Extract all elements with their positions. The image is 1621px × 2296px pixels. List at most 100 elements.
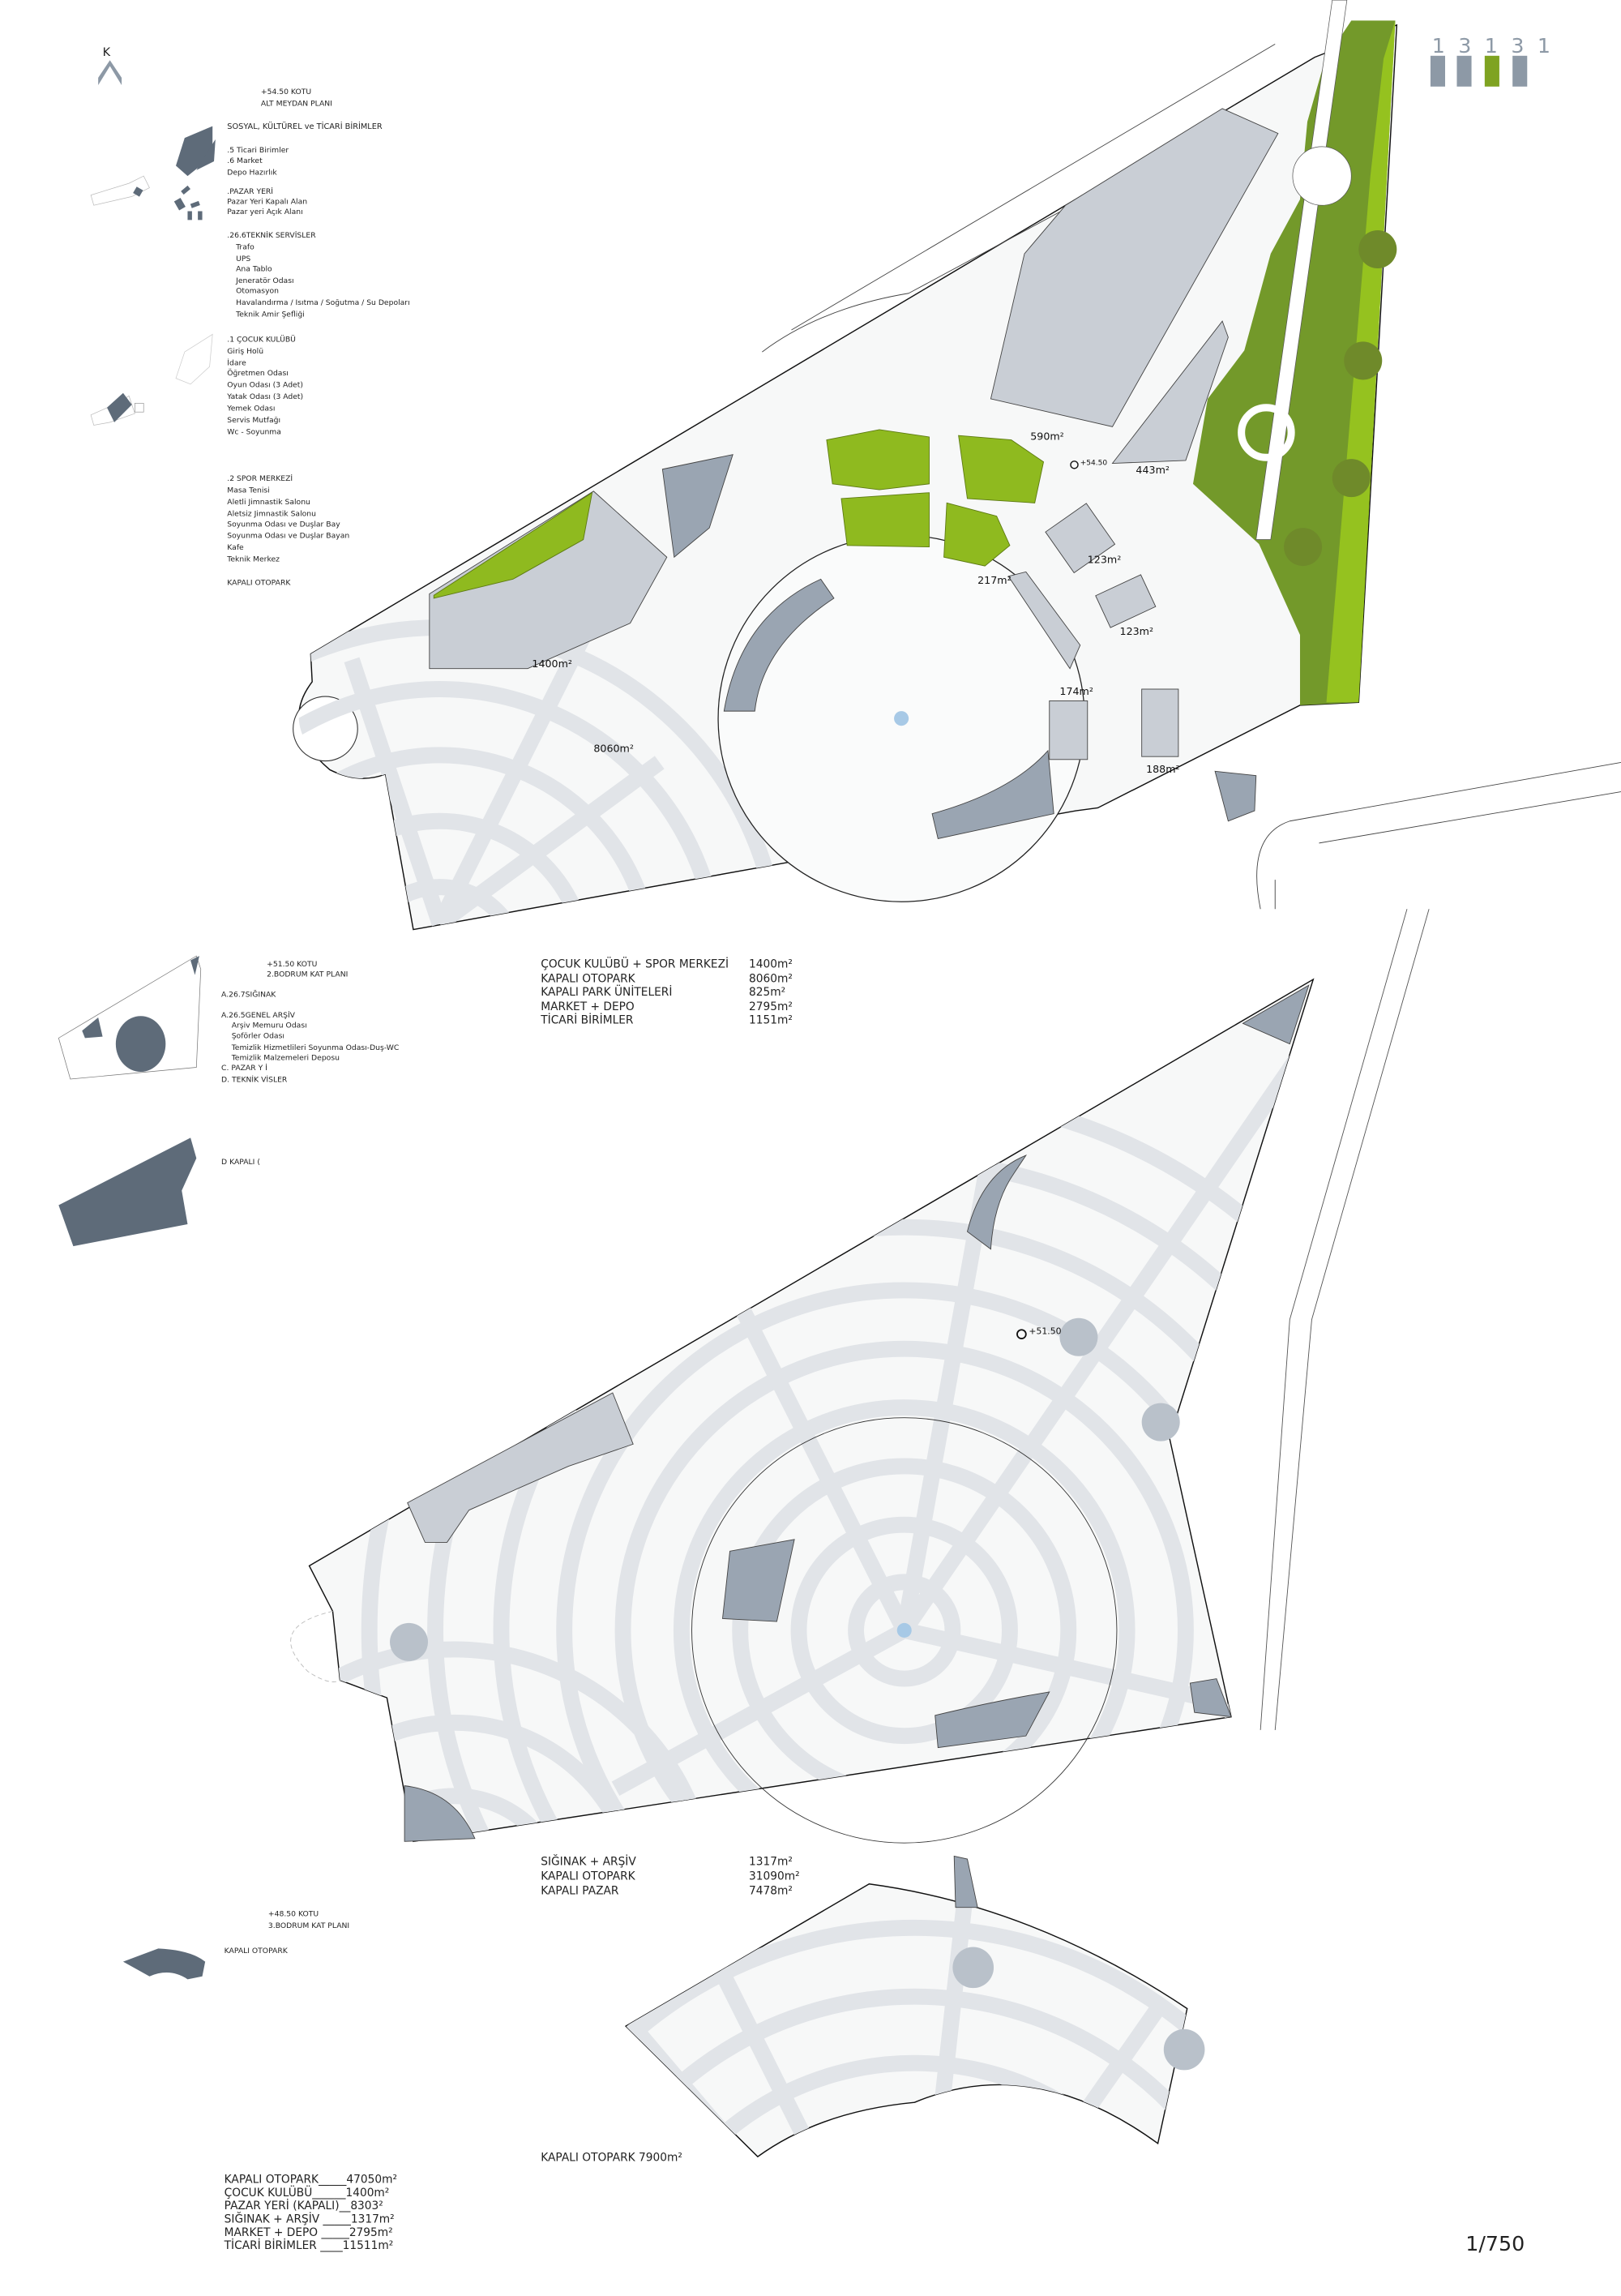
stall-grid-174: [1049, 700, 1089, 760]
core-block: [721, 1539, 795, 1622]
legend-heading: A.26.7SIĞINAK: [221, 990, 276, 1000]
legend-item: Otomasyon: [236, 287, 279, 296]
legend-item: Masa Tenisi: [227, 486, 270, 495]
index-bar: [1456, 55, 1472, 87]
legend-item: UPS: [236, 255, 250, 263]
area-value: 7478m²: [749, 1884, 793, 1897]
area-name: ÇOCUK KULÜBÜ + SPOR MERKEZİ: [541, 957, 729, 971]
ramp-block: [953, 1855, 978, 1908]
summary-row: ÇOCUK KULÜBÜ______1400m²: [225, 2185, 390, 2200]
legend-heading: .2 SPOR MERKEZİ: [227, 474, 293, 483]
area-name: KAPALI OTOPARK: [541, 1870, 635, 1883]
area-label: KAPALI OTOPARK 7900m²: [541, 2152, 682, 2165]
key-diagram-club: [90, 333, 213, 426]
legend-item: .5 Ticari Birimler: [227, 146, 289, 155]
summary-row: KAPALI OTOPARK_____47050m²: [225, 2174, 397, 2187]
legend-level: +48.50 KOTU: [268, 1910, 319, 1919]
area-table-level-54: ÇOCUK KULÜBÜ + SPOR MERKEZİ 1400m² KAPAL…: [540, 957, 793, 1027]
area-value: 8060m²: [749, 973, 793, 986]
legend-level-51: +51.50 KOTU 2.BODRUM KAT PLANI A.26.7SIĞ…: [221, 960, 399, 1167]
legend-item: Aletsiz Jimnastik Salonu: [227, 510, 316, 519]
key-diagram-level-48: [122, 1948, 206, 1980]
index-digit: 3: [1458, 34, 1471, 58]
legend-heading: .26.6TEKNİK SERVİSLER: [227, 231, 316, 240]
commercial-wedge: [1111, 320, 1229, 465]
area-label: 217m²: [977, 574, 1012, 586]
area-name: SIĞINAK + ARŞİV: [541, 1853, 636, 1868]
legend-item: Kafe: [227, 543, 244, 552]
legend-item: Öğretmen Odası: [227, 369, 289, 378]
index-bar: [1512, 55, 1528, 87]
legend-item: Teknik Merkez: [226, 555, 280, 564]
tree-icon: [1344, 341, 1383, 380]
area-value: 825m²: [749, 986, 785, 999]
summary-row: TİCARİ BİRİMLER ____11511m²: [224, 2238, 394, 2252]
commercial-building-green: [958, 435, 1045, 503]
area-label: 174m²: [1059, 685, 1093, 697]
area-label: 123m²: [1120, 625, 1154, 637]
legend-item: Aletli Jimnastik Salonu: [227, 498, 310, 507]
stall-grid-188: [1141, 688, 1179, 757]
legend-item: Wc - Soyunma: [227, 427, 281, 436]
legend-heading: C. PAZAR Y İ: [221, 1064, 267, 1073]
legend-item: İdare: [227, 358, 246, 367]
legend-item: Trafo: [235, 243, 254, 252]
area-label: 443m²: [1136, 464, 1170, 476]
stair-core: [390, 1622, 429, 1661]
legend-plan-title: 2.BODRUM KAT PLANI: [267, 970, 348, 979]
market-block: [990, 108, 1279, 427]
plan-level-54-50: 590m² 443m² +54.50 123m² 217m² 123m² 174…: [293, 0, 1621, 931]
legend-heading: SOSYAL, KÜLTÜREL ve TİCARİ BİRİMLER: [227, 121, 383, 131]
legend-item: Temizlik Hizmetlileri Soyunma Odası-Duş-…: [231, 1043, 400, 1052]
commercial-building-green: [840, 492, 930, 548]
legend-heading: A.26.5GENEL ARŞİV: [221, 1011, 296, 1020]
north-arrow-icon: [98, 60, 122, 85]
sheet-index: 1 3 1 3 1: [1430, 34, 1550, 87]
legend-item: Depo Hazırlık: [227, 168, 277, 177]
legend-heading: D. TEKNİK VİSLER: [221, 1076, 288, 1085]
legend-item: Soyunma Odası ve Duşlar Bayan: [227, 532, 349, 541]
legend-plan-title: 3.BODRUM KAT PLANI: [268, 1921, 349, 1930]
north-label: K: [103, 46, 111, 59]
legend-level-48: +48.50 KOTU 3.BODRUM KAT PLANI KAPALI OT…: [122, 1910, 349, 1980]
index-bar: [1430, 55, 1446, 87]
area-value: 1317m²: [749, 1855, 793, 1868]
stall-fan-217: [1007, 571, 1081, 670]
legend-heading: .PAZAR YERİ: [227, 187, 273, 196]
key-diagram-level-51: [58, 955, 202, 1247]
legend-level-54: +54.50 KOTU ALT MEYDAN PLANI SOSYAL, KÜL…: [226, 88, 409, 588]
commercial-building-green: [943, 502, 1011, 567]
legend-item: Soyunma Odası ve Duşlar Bay: [227, 520, 340, 529]
legend-item: Teknik Amir Şefliği: [235, 311, 305, 319]
summary-row: MARKET + DEPO _____2795m²: [225, 2226, 393, 2239]
index-bar-active: [1484, 55, 1499, 87]
legend-item: Ana Tablo: [236, 265, 272, 274]
area-name: MARKET + DEPO: [541, 1000, 635, 1013]
stall-grid-123a: [1045, 503, 1116, 574]
legend-heading: D KAPALI (: [221, 1158, 260, 1167]
stall-grid-123b: [1095, 574, 1157, 628]
area-label: 1400m²: [532, 658, 572, 670]
curved-building: [931, 749, 1054, 839]
north-arrow: K: [98, 46, 122, 85]
curved-building: [723, 578, 835, 712]
drawing-scale: 1/750: [1465, 2232, 1525, 2255]
legend-level: +54.50 KOTU: [261, 88, 311, 96]
legend-item: Oyun Odası (3 Adet): [227, 380, 303, 389]
legend-item: .6 Market: [227, 156, 263, 165]
level-marker-icon: [1070, 460, 1079, 469]
plan-level-48-50: KAPALI OTOPARK 7900m²: [541, 1855, 1205, 2165]
stair-core: [1059, 1317, 1098, 1356]
area-label: 590m²: [1030, 430, 1064, 443]
legend-item: Jeneratör Odası: [235, 276, 293, 285]
legend-heading: .1 ÇOCUK KULÜBÜ: [227, 335, 296, 344]
area-label: 123m²: [1088, 553, 1122, 565]
index-digit: 1: [1432, 34, 1445, 58]
area-summary: KAPALI OTOPARK_____47050m² ÇOCUK KULÜBÜ_…: [224, 2174, 397, 2252]
legend-item: Yemek Odası: [226, 404, 275, 413]
area-label: 188m²: [1146, 763, 1180, 775]
key-diagram-commercial: [90, 126, 216, 221]
summary-row: PAZAR YERİ (KAPALI)__8303²: [225, 2198, 383, 2212]
fountain: [896, 1622, 912, 1638]
